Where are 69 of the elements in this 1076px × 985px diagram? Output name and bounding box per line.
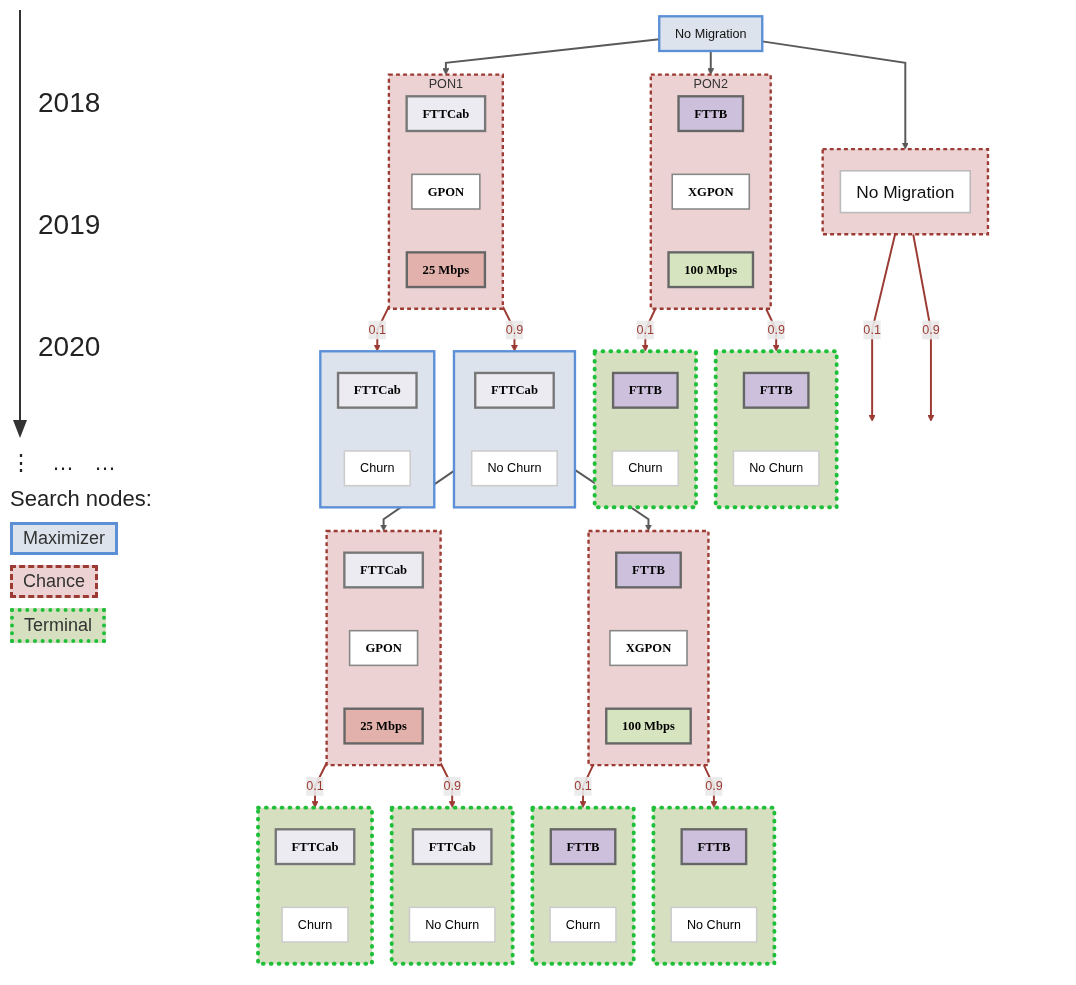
node-box: FTTCab xyxy=(405,95,487,133)
node-box: GPON xyxy=(348,629,419,667)
node-box: FTTB xyxy=(680,828,748,866)
year-label: 2020 xyxy=(38,331,101,363)
edge-label: 0.9 xyxy=(767,322,785,337)
node-box: FTTCab xyxy=(336,371,418,409)
arrow xyxy=(373,305,390,352)
node-box: No Migration xyxy=(839,170,971,214)
node-box: FTTCab xyxy=(343,551,424,589)
edge-label: 0.9 xyxy=(443,779,461,793)
cluster xyxy=(713,349,839,510)
edge-label: 0.9 xyxy=(505,322,524,337)
node-box: No Churn xyxy=(470,450,558,487)
node-box: No Migration xyxy=(658,15,764,53)
arrow xyxy=(641,307,657,352)
node-box: FTTB xyxy=(611,371,679,409)
edge-label: 0.9 xyxy=(922,322,940,337)
legend-item: Chance xyxy=(10,565,99,598)
node-box: Churn xyxy=(281,906,349,943)
node-box: No Churn xyxy=(732,450,820,487)
node-box: GPON xyxy=(411,173,481,210)
node-box: Churn xyxy=(343,450,412,487)
edge-label: 0.1 xyxy=(863,322,881,337)
edge-label: 0.1 xyxy=(636,322,655,337)
cluster xyxy=(821,147,990,236)
cluster xyxy=(592,349,698,510)
arrow xyxy=(702,764,718,808)
cluster xyxy=(651,805,777,966)
node-box: FTTCab xyxy=(474,371,555,409)
cluster xyxy=(389,805,515,966)
node-box: No Churn xyxy=(408,906,496,943)
legend-heading: Search nodes: xyxy=(10,486,152,512)
node-box: FTTCab xyxy=(274,828,356,866)
cluster xyxy=(452,350,577,509)
node-box: XGPON xyxy=(609,629,688,667)
node-box: 25 Mbps xyxy=(405,251,487,289)
legend-item: Maximizer xyxy=(10,522,118,555)
legend-item: Terminal xyxy=(10,608,107,643)
node-box: 25 Mbps xyxy=(343,707,424,745)
arrow xyxy=(579,764,595,808)
arrow xyxy=(765,307,780,352)
arrow xyxy=(439,761,456,808)
node-box: XGPON xyxy=(671,173,751,210)
edge-label: 0.9 xyxy=(705,779,723,793)
node-box: FTTB xyxy=(549,828,617,866)
edge-label: 0.1 xyxy=(306,779,324,793)
arrow xyxy=(501,305,518,352)
cluster xyxy=(319,350,436,509)
arrow xyxy=(707,50,715,75)
edge-label: 0.1 xyxy=(574,779,592,793)
cluster xyxy=(587,529,710,767)
cluster xyxy=(256,805,374,966)
node-box: FTTCab xyxy=(411,828,493,866)
node-box: FTTB xyxy=(677,95,745,133)
node-box: 100 Mbps xyxy=(667,251,755,289)
ellipsis-mark: ⋮ xyxy=(10,450,32,476)
node-box: FTTB xyxy=(742,371,810,409)
node-box: No Churn xyxy=(670,906,758,943)
cluster xyxy=(530,805,636,966)
cluster xyxy=(325,529,442,767)
node-box: FTTB xyxy=(615,551,682,589)
ellipsis-mark: … xyxy=(94,450,116,476)
node-box: Churn xyxy=(549,906,617,943)
node-box: 100 Mbps xyxy=(605,707,692,745)
ellipsis-mark: … xyxy=(52,450,74,476)
edge-label: 0.1 xyxy=(368,322,387,337)
year-label: 2019 xyxy=(38,209,101,241)
year-label: 2018 xyxy=(38,87,101,119)
node-box: Churn xyxy=(611,450,680,487)
